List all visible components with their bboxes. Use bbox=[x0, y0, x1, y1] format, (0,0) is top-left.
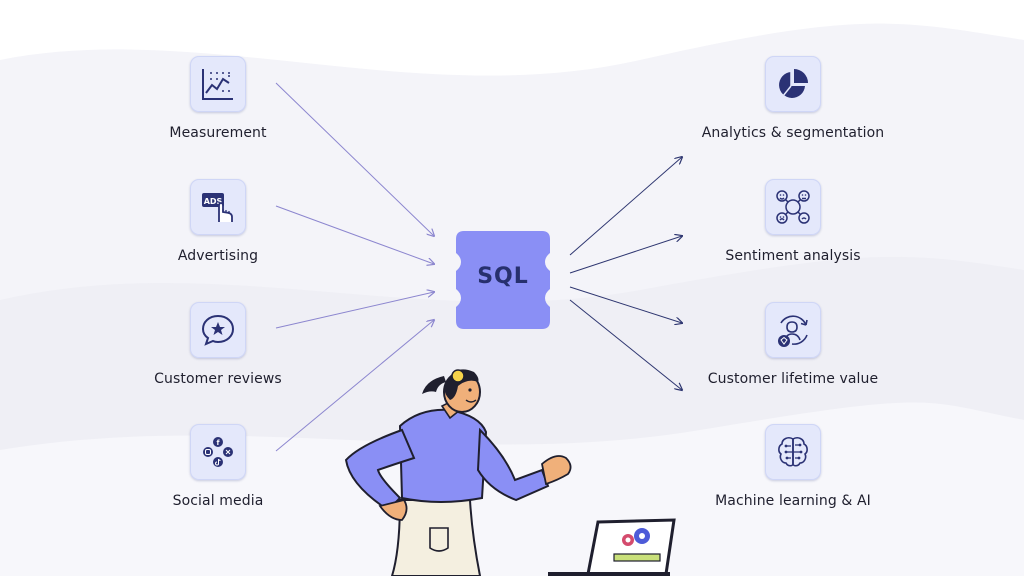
person-illustration bbox=[344, 369, 572, 576]
social-media-icon: f bbox=[203, 437, 233, 467]
laptop-illustration bbox=[548, 518, 676, 576]
pie-chart-icon bbox=[779, 69, 808, 98]
arrow-social-to-sql bbox=[275, 320, 434, 452]
customer-reviews-tile bbox=[190, 302, 246, 358]
customer-cycle-icon bbox=[778, 315, 808, 347]
output-label-clv: Customer lifetime value bbox=[707, 371, 879, 387]
svg-text:f: f bbox=[216, 439, 220, 447]
ads-click-icon: ADS bbox=[202, 193, 233, 222]
arrow-reviews-to-sql bbox=[275, 292, 434, 329]
source-label-advertising: Advertising bbox=[177, 248, 259, 264]
gears-icon bbox=[622, 528, 650, 546]
output-label-ml: Machine learning & AI bbox=[715, 493, 871, 509]
svg-text:ADS: ADS bbox=[204, 197, 223, 206]
arrow-sql-to-analytics bbox=[569, 157, 682, 256]
source-advertising: ADS Advertising bbox=[108, 179, 328, 264]
social-media-tile: f bbox=[190, 424, 246, 480]
sentiment-tile bbox=[765, 179, 821, 235]
sql-hub-label: SQL bbox=[477, 264, 529, 289]
source-label-measurement: Measurement bbox=[169, 125, 267, 141]
source-social-media: f Social media bbox=[108, 424, 328, 509]
clv-tile bbox=[765, 302, 821, 358]
output-analytics-segmentation: Analytics & segmentation bbox=[683, 56, 903, 141]
output-label-sentiment: Sentiment analysis bbox=[725, 248, 861, 264]
output-label-analytics: Analytics & segmentation bbox=[701, 125, 885, 141]
source-customer-reviews: Customer reviews bbox=[108, 302, 328, 387]
output-customer-lifetime-value: Customer lifetime value bbox=[683, 302, 903, 387]
arrow-advertising-to-sql bbox=[275, 205, 434, 264]
ml-tile bbox=[765, 424, 821, 480]
measurement-tile bbox=[190, 56, 246, 112]
source-measurement: Measurement bbox=[108, 56, 328, 141]
star-speech-bubble-icon bbox=[201, 314, 235, 346]
arrow-sql-to-ml bbox=[569, 299, 682, 390]
emoji-network-icon bbox=[776, 190, 810, 224]
output-machine-learning-ai: Machine learning & AI bbox=[683, 424, 903, 509]
sql-hub-shape bbox=[456, 231, 550, 329]
line-chart-icon bbox=[202, 69, 233, 100]
arrow-measurement-to-sql bbox=[275, 82, 434, 236]
output-sentiment-analysis: Sentiment analysis bbox=[683, 179, 903, 264]
analytics-tile bbox=[765, 56, 821, 112]
brain-circuit-icon bbox=[778, 437, 808, 467]
source-label-customer-reviews: Customer reviews bbox=[154, 371, 282, 387]
advertising-tile: ADS bbox=[190, 179, 246, 235]
arrow-sql-to-sentiment bbox=[569, 236, 682, 274]
source-label-social-media: Social media bbox=[172, 493, 264, 509]
arrow-sql-to-clv bbox=[569, 286, 682, 323]
